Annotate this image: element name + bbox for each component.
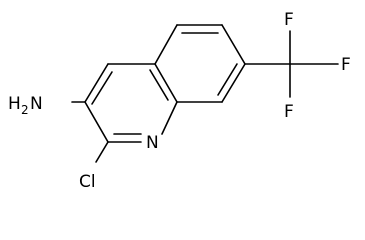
bond-c6-c7 [221, 24, 246, 65]
bond-c7-c8-inner [217, 63, 238, 96]
amine-subscript-label: 2 [21, 103, 29, 117]
bond-c2-cl [95, 141, 109, 163]
bond-c8a-c4a [154, 63, 178, 103]
ring-nitrogen-label: N [146, 133, 159, 153]
bond-c3-c2 [84, 101, 109, 143]
bond-c4-c3 [84, 63, 109, 103]
fluorine-bottom-label: F [284, 102, 294, 122]
fluorine-right-label: F [341, 55, 351, 75]
amine-n-label: N [30, 94, 43, 114]
molecule-drawing: H 2 N N Cl F F F [8, 10, 351, 192]
bond-c4-c3-inner [91, 71, 113, 105]
fluorine-top-label: F [284, 10, 294, 30]
bond-n1-c8a [161, 101, 178, 135]
structure-canvas: H 2 N N Cl F F F [8, 10, 351, 192]
bond-c4a-c5 [154, 24, 178, 65]
bond-c8a-c4a-inner [149, 69, 169, 101]
bond-c7-c8 [221, 63, 246, 103]
amine-h-label: H [8, 94, 21, 114]
chlorine-label: Cl [79, 172, 96, 192]
